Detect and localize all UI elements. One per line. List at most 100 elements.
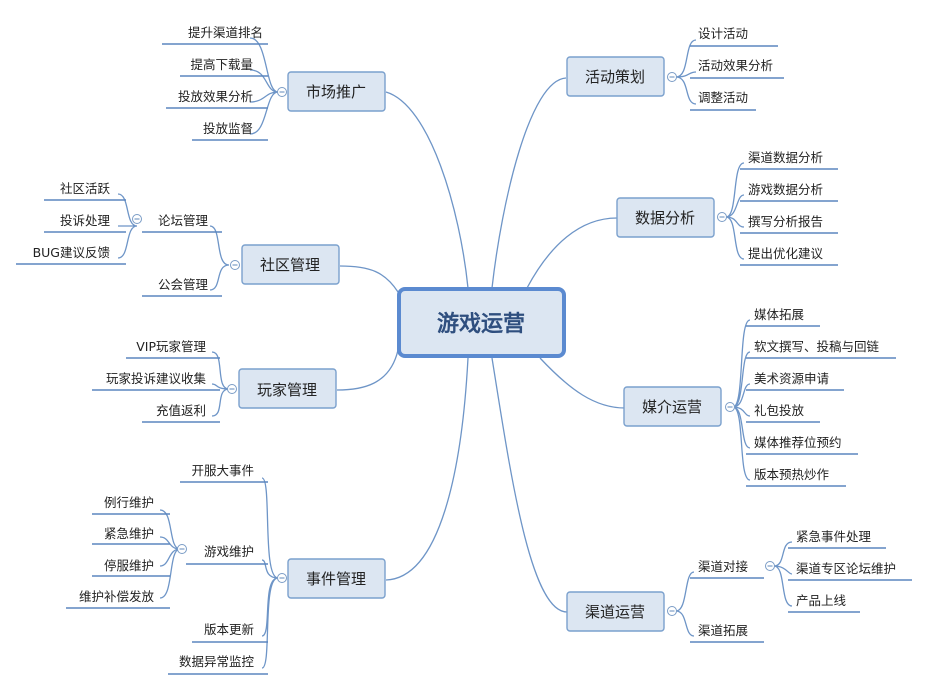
forum-label[interactable]: 论坛管理 (158, 213, 209, 228)
data-label: 数据分析 (635, 209, 695, 227)
player-node[interactable]: 玩家管理 (238, 368, 337, 409)
activity-sub-connector (675, 39, 697, 105)
data-leaf[interactable]: 提出优化建议 (748, 246, 824, 261)
branch-channel: 渠道对接 渠道拓展 紧急事件处理 渠道专区论坛维护 产品上线 渠道运营 (566, 529, 912, 643)
market-leaf[interactable]: 投放监督 (203, 121, 253, 136)
media-collapse-toggle[interactable] (725, 402, 735, 412)
branch-activity: 设计活动 活动效果分析 调整活动 活动策划 (566, 26, 784, 111)
forum-leaf[interactable]: 社区活跃 (60, 181, 111, 196)
activity-leaf[interactable]: 调整活动 (698, 90, 748, 105)
maint-leaf[interactable]: 例行维护 (104, 495, 154, 510)
data-leaf[interactable]: 渠道数据分析 (748, 150, 823, 165)
activity-leaf[interactable]: 活动效果分析 (698, 58, 773, 73)
dock-collapse-toggle[interactable] (765, 561, 775, 571)
center-node[interactable]: 游戏运营 (397, 287, 566, 358)
event-leaf[interactable]: 版本更新 (204, 622, 254, 637)
channel-box (566, 591, 665, 632)
branch-market: 提升渠道排名 提高下载量 投放效果分析 投放监督 市场推广 (162, 25, 386, 141)
channel-collapse-toggle[interactable] (667, 606, 677, 616)
event-label: 事件管理 (306, 570, 366, 588)
connector-data (526, 217, 618, 289)
channel-label: 渠道运营 (585, 603, 645, 621)
connector-media (539, 357, 626, 409)
branch-data: 渠道数据分析 游戏数据分析 撰写分析报告 提出优化建议 数据分析 (616, 150, 838, 266)
activity-box (566, 56, 665, 97)
event-leaf[interactable]: 开服大事件 (191, 463, 254, 478)
channel-leaf[interactable]: 渠道拓展 (698, 623, 748, 638)
market-node[interactable]: 市场推广 (287, 71, 386, 112)
branch-community: 论坛管理 公会管理 社区活跃 投诉处理 BUG建议反馈 社区管理 (16, 181, 340, 297)
guild-label[interactable]: 公会管理 (158, 277, 209, 292)
player-leaf[interactable]: 充值返利 (156, 403, 206, 418)
connector-channel (491, 357, 568, 613)
media-leaf[interactable]: 软文撰写、投稿与回链 (754, 339, 880, 354)
activity-leaf[interactable]: 设计活动 (698, 26, 748, 41)
player-sub-connector (211, 351, 230, 417)
connector-event (385, 357, 469, 581)
forum-collapse-toggle[interactable] (132, 214, 142, 224)
market-leaf[interactable]: 投放效果分析 (178, 89, 253, 104)
forum-leaf[interactable]: BUG建议反馈 (33, 245, 110, 260)
data-sub-connector (725, 162, 745, 260)
maint-leaf[interactable]: 停服维护 (104, 558, 154, 573)
player-leaf[interactable]: VIP玩家管理 (136, 339, 206, 354)
media-box (623, 386, 722, 427)
community-collapse-toggle[interactable] (230, 260, 240, 270)
dock-leaf[interactable]: 渠道专区论坛维护 (796, 561, 896, 576)
event-sub-connector (261, 477, 279, 669)
media-node[interactable]: 媒介运营 (623, 386, 722, 427)
connector-player (336, 349, 399, 391)
activity-node[interactable]: 活动策划 (566, 56, 665, 97)
market-box (287, 71, 386, 112)
maint-leaf[interactable]: 紧急维护 (104, 526, 154, 541)
connector-community (339, 265, 399, 293)
media-sub-connector (732, 319, 751, 481)
activity-collapse-toggle[interactable] (667, 72, 677, 82)
branch-event: 开服大事件 游戏维护 版本更新 数据异常监控 例行维护 紧急维护 停服维护 维护… (66, 463, 386, 675)
market-label: 市场推广 (306, 83, 366, 101)
market-leaf[interactable]: 提高下载量 (190, 57, 253, 72)
maint-leaf[interactable]: 维护补偿发放 (79, 589, 155, 604)
dock-sub-connector (773, 541, 793, 607)
community-node[interactable]: 社区管理 (241, 244, 340, 285)
player-collapse-toggle[interactable] (227, 384, 237, 394)
branch-media: 媒体拓展 软文撰写、投稿与回链 美术资源申请 礼包投放 媒体推荐位预约 版本预热… (623, 307, 896, 487)
dock-label[interactable]: 渠道对接 (698, 559, 749, 574)
event-collapse-toggle[interactable] (277, 573, 287, 583)
event-leaf[interactable]: 数据异常监控 (179, 654, 255, 669)
forum-leaf[interactable]: 投诉处理 (60, 213, 111, 228)
market-leaf[interactable]: 提升渠道排名 (188, 25, 263, 40)
maint-collapse-toggle[interactable] (177, 544, 187, 554)
community-box (241, 244, 340, 285)
media-leaf[interactable]: 礼包投放 (754, 403, 805, 418)
data-collapse-toggle[interactable] (717, 212, 727, 222)
data-leaf[interactable]: 撰写分析报告 (748, 214, 823, 229)
media-label: 媒介运营 (642, 398, 702, 416)
connector-market (385, 91, 469, 289)
market-collapse-toggle[interactable] (277, 87, 287, 97)
media-leaf[interactable]: 媒体拓展 (754, 307, 804, 322)
forum-sub-connector (117, 193, 138, 259)
player-leaf[interactable]: 玩家投诉建议收集 (106, 371, 207, 386)
community-sub-connector (209, 225, 230, 291)
branch-player: VIP玩家管理 玩家投诉建议收集 充值返利 玩家管理 (92, 339, 337, 423)
event-node[interactable]: 事件管理 (287, 558, 386, 599)
channel-node[interactable]: 渠道运营 (566, 591, 665, 632)
event-box (287, 558, 386, 599)
data-node[interactable]: 数据分析 (616, 197, 715, 238)
player-label: 玩家管理 (257, 381, 317, 399)
media-leaf[interactable]: 媒体推荐位预约 (754, 435, 842, 450)
media-leaf[interactable]: 版本预热炒作 (754, 467, 830, 482)
media-leaf[interactable]: 美术资源申请 (754, 371, 829, 386)
connector-activity (491, 77, 567, 289)
maint-sub-connector (159, 509, 181, 599)
maint-label[interactable]: 游戏维护 (204, 544, 254, 559)
market-sub-connector (249, 37, 279, 135)
center-label: 游戏运营 (437, 311, 525, 337)
dock-leaf[interactable]: 产品上线 (796, 593, 847, 608)
data-box (616, 197, 715, 238)
channel-sub-connector (675, 571, 695, 637)
data-leaf[interactable]: 游戏数据分析 (748, 182, 823, 197)
dock-leaf[interactable]: 紧急事件处理 (796, 529, 872, 544)
